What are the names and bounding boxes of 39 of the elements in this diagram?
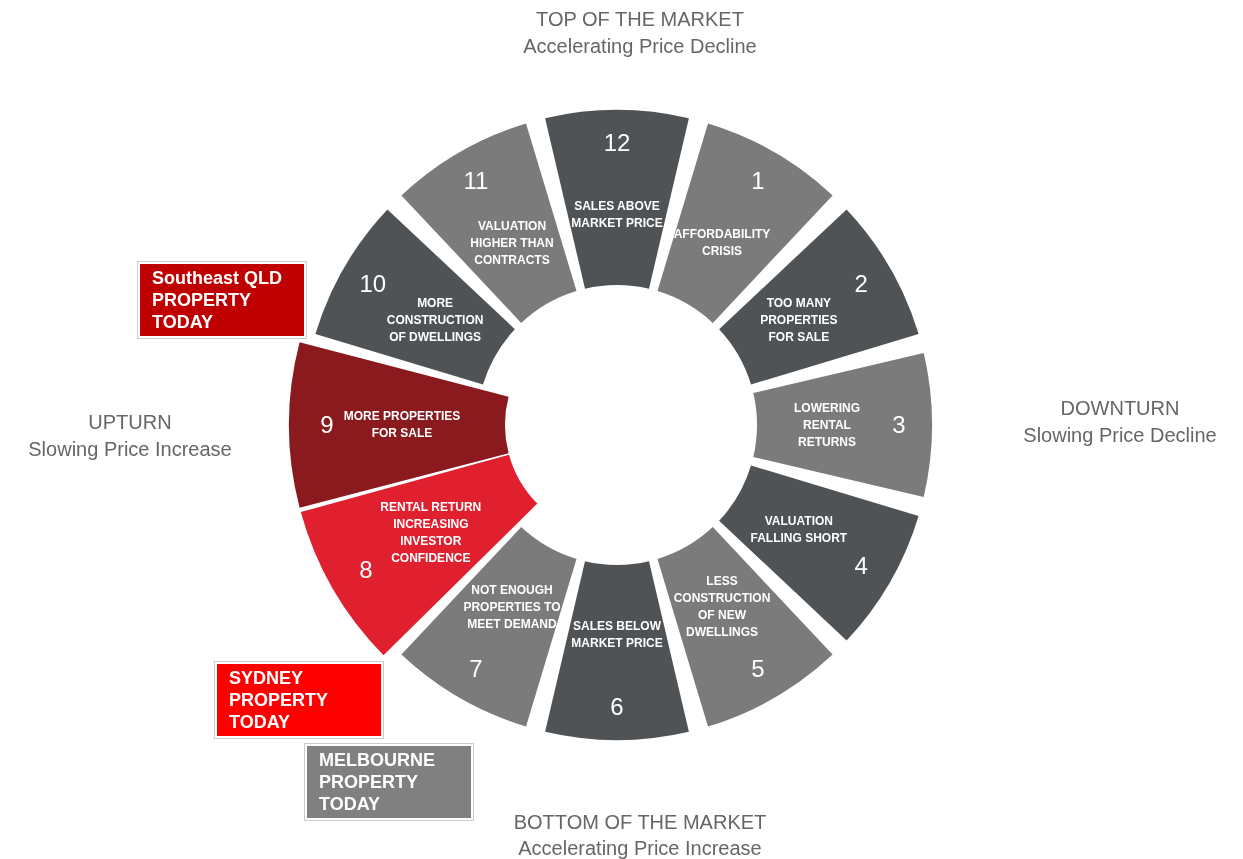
callout-text: MELBOURNE PROPERTY TODAY xyxy=(319,749,436,815)
step-number: 9 xyxy=(320,411,334,439)
step-text: NOT ENOUGH PROPERTIES TO MEET DEMAND xyxy=(462,581,562,633)
phase-label: BOTTOM OF THE MARKET xyxy=(513,811,767,834)
phase-label: DOWNTURN xyxy=(1060,397,1180,420)
step-number: 3 xyxy=(892,411,906,439)
step-number: 4 xyxy=(854,552,868,580)
step-text: AFFORDABILITY CRISIS xyxy=(672,226,772,261)
step-number: 2 xyxy=(854,270,868,298)
phase-label: Accelerating Price Decline xyxy=(523,35,757,58)
step-text: MORE CONSTRUCTION OF DWELLINGS xyxy=(385,294,485,346)
step-number: 7 xyxy=(469,655,483,684)
step-text: VALUATION FALLING SHORT xyxy=(749,513,849,547)
step-text: TOO MANY PROPERTIES FOR SALE xyxy=(759,294,839,346)
wheel-segment xyxy=(753,353,932,497)
callout-box xyxy=(215,662,383,738)
phase-label: Accelerating Price Increase xyxy=(518,837,762,859)
step-number: 8 xyxy=(359,556,373,584)
step-text: LESS CONSTRUCTION OF NEW DWELLINGS xyxy=(672,572,772,641)
step-number: 10 xyxy=(359,270,387,298)
step-number: 11 xyxy=(463,166,489,195)
step-text: SALES ABOVE MARKET PRICE xyxy=(570,198,664,232)
step-text: RENTAL RETURN INCREASING INVESTOR CONFIDENCE xyxy=(379,498,483,567)
step-number: 6 xyxy=(610,693,624,721)
callout-box xyxy=(305,744,473,820)
phase-label: TOP OF THE MARKET xyxy=(536,8,744,31)
step-number: 1 xyxy=(751,166,765,195)
phase-label: Slowing Price Increase xyxy=(28,438,232,461)
callout-text: Southeast QLD PROPERTY TODAY xyxy=(152,267,283,333)
step-text: MORE PROPERTIES FOR SALE xyxy=(342,408,462,442)
step-text: LOWERING RENTAL RETURNS xyxy=(793,399,861,451)
step-text: VALUATION HIGHER THAN CONTRACTS xyxy=(469,217,555,269)
phase-label: Slowing Price Decline xyxy=(1023,424,1217,447)
step-number: 12 xyxy=(603,129,631,157)
callout-text: SYDNEY PROPERTY TODAY xyxy=(229,667,329,733)
phase-label: UPTURN xyxy=(88,411,172,434)
step-text: SALES BELOW MARKET PRICE xyxy=(570,618,664,652)
callout-box xyxy=(138,262,306,338)
step-number: 5 xyxy=(751,655,765,684)
